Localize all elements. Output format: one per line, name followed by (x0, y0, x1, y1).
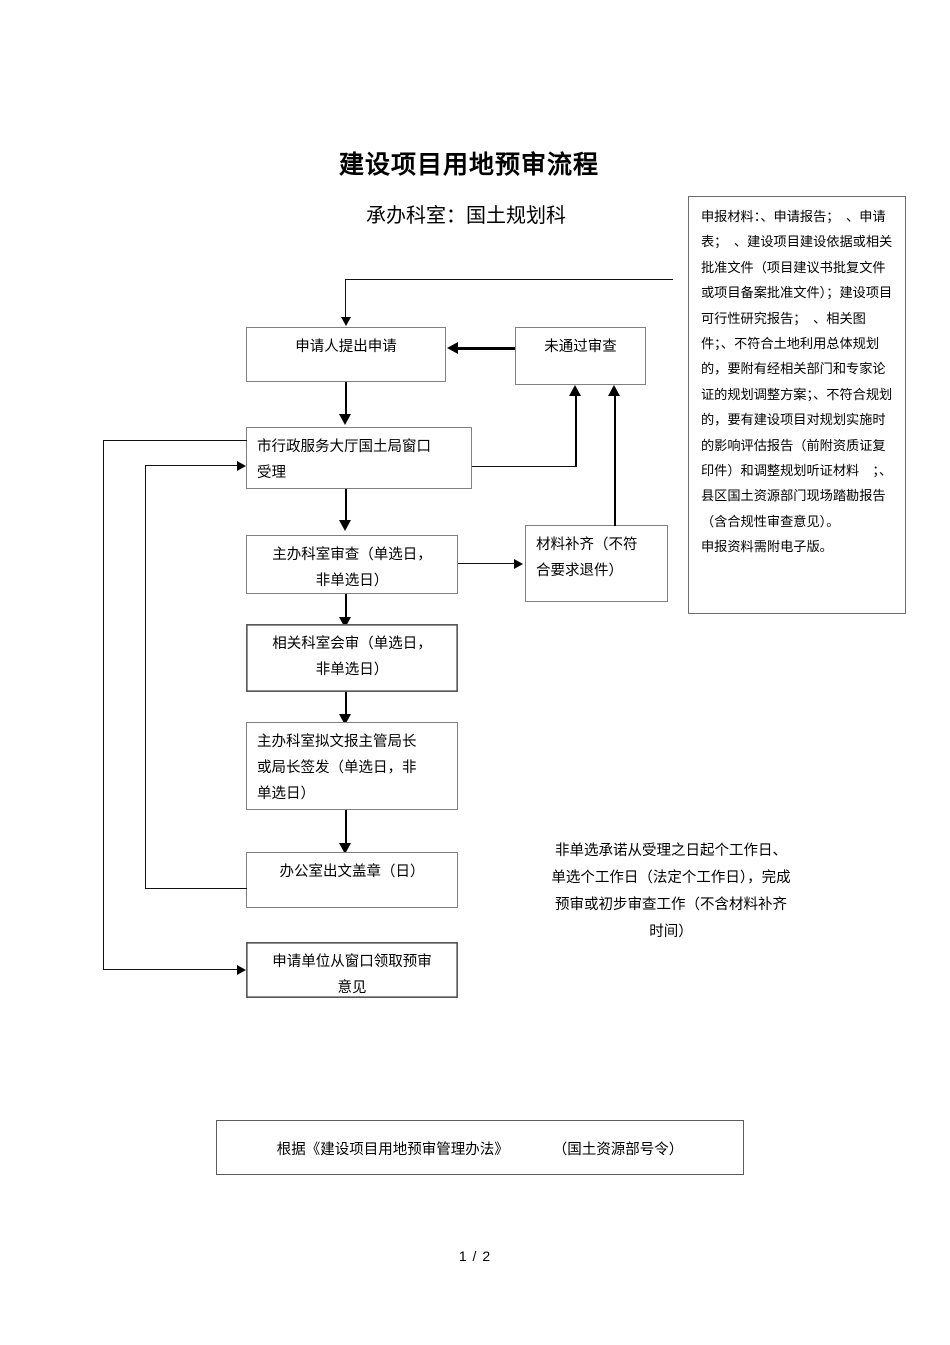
connector-draft-to-office-seal (344, 810, 348, 847)
flow-box-draft-signoff: 主办科室拟文报主管局长 或局长签发（单选日，非 单选日） (246, 722, 458, 810)
flow-box-applicant-collect-line1: 申请单位从窗口领取预审 (272, 954, 432, 970)
flow-box-material-line2: 合要求退件） (536, 563, 623, 579)
connector-hall-to-lead-review (344, 489, 348, 524)
arrowhead-into-joint-review (339, 617, 352, 628)
arrowhead-into-lead-review (339, 520, 352, 531)
arrowhead-into-hall-from-seal (237, 460, 246, 471)
arrowhead-into-hall (339, 414, 352, 425)
legal-basis-suffix: （国土资源部号令） (552, 1142, 684, 1158)
connector-seal-loop-top (145, 465, 239, 467)
flow-box-applicant-collect: 申请单位从窗口领取预审 意见 (246, 942, 458, 998)
flow-box-lead-section-review: 主办科室审查（单选日， 非单选日） (246, 535, 458, 594)
materials-note-last-line: 申报资料需附电子版。 (701, 540, 833, 556)
arrowhead-into-applicant-collect (237, 964, 246, 975)
connector-applicant-to-hall (344, 382, 348, 418)
connector-outer-loop-vertical (103, 440, 105, 970)
arrowhead-into-applicant-submit (340, 317, 351, 326)
connector-seal-loop-bottom (145, 888, 247, 890)
flow-box-material-line1: 材料补齐（不符 (536, 537, 638, 553)
flow-box-service-hall-line2: 受理 (257, 465, 286, 481)
flow-box-lead-review-line1: 主办科室审查（单选日， (272, 547, 432, 563)
arrowhead-into-failed-from-hall (569, 385, 582, 396)
flow-box-lead-review-line2: 非单选日） (315, 573, 389, 589)
flow-box-applicant-collect-line2: 意见 (337, 980, 367, 996)
page-subtitle: 承办科室：国土规划科 (0, 200, 950, 230)
legal-basis-box: 根据《建设项目用地预审管理办法》 （国土资源部号令） (216, 1120, 744, 1175)
flow-box-applicant-submit-label: 申请人提出申请 (295, 339, 397, 355)
materials-note-box: 申报材料：、申请报告； 、申请表； 、建设项目建设依据或相关批准文件（项目建议书… (688, 196, 906, 614)
page-title: 建设项目用地预审流程 (0, 148, 950, 182)
timeline-note-text: 非单选承诺从受理之日起个工作日、单选个工作日（法定个工作日），完成预审或初步审查… (551, 843, 791, 940)
legal-basis-prefix: 根据《建设项目用地预审管理办法》 (276, 1142, 509, 1158)
flow-box-joint-review: 相关科室会审（单选日， 非单选日） (246, 624, 458, 692)
page-subtitle-text: 承办科室：国土规划科 (366, 203, 566, 227)
flow-box-material-supplement: 材料补齐（不符 合要求退件） (525, 525, 668, 602)
connector-joint-to-draft (344, 692, 348, 718)
flow-box-office-seal-label: 办公室出文盖章（日） (279, 864, 425, 880)
flow-box-draft-line3: 单选日） (257, 786, 315, 802)
arrowhead-into-failed-from-material (608, 385, 621, 396)
flow-box-failed-review-label: 未通过审查 (544, 339, 617, 355)
connector-outer-loop-top (103, 440, 247, 442)
connector-outer-loop-bottom (103, 969, 239, 971)
connector-lead-review-to-material (458, 563, 516, 565)
arrowhead-into-material-supplement (514, 558, 523, 569)
flow-box-applicant-submit: 申请人提出申请 (246, 327, 446, 382)
flow-box-draft-line1: 主办科室拟文报主管局长 (257, 734, 417, 750)
page-number: 1 / 2 (458, 1248, 492, 1264)
flow-box-service-hall-accept: 市行政服务大厅国土局窗口 受理 (246, 427, 472, 489)
connector-hall-to-failed-v (574, 396, 578, 467)
connector-lead-review-to-joint (344, 594, 348, 621)
connector-material-to-failed (613, 396, 617, 526)
connector-hall-to-failed-h (472, 466, 576, 468)
connector-top-rail (345, 279, 673, 281)
flow-box-office-seal: 办公室出文盖章（日） (246, 852, 458, 908)
connector-top-drop (345, 279, 347, 319)
connector-seal-loop-vertical (145, 465, 147, 889)
flow-box-service-hall-line1: 市行政服务大厅国土局窗口 (257, 439, 431, 455)
page-title-text: 建设项目用地预审流程 (338, 150, 599, 179)
flow-box-joint-review-line1: 相关科室会审（单选日， (272, 636, 432, 652)
connector-failed-to-applicant (458, 347, 515, 350)
materials-note-text: 申报材料：、申请报告； 、申请表； 、建设项目建设依据或相关批准文件（项目建议书… (701, 210, 893, 530)
arrowhead-into-draft-signoff (339, 714, 352, 725)
flow-box-draft-line2: 或局长签发（单选日，非 (257, 760, 417, 776)
flow-box-joint-review-line2: 非单选日） (315, 662, 389, 678)
arrowhead-into-office-seal (339, 843, 352, 854)
flow-box-failed-review: 未通过审查 (515, 327, 646, 385)
arrowhead-into-applicant-from-failed (447, 341, 458, 354)
